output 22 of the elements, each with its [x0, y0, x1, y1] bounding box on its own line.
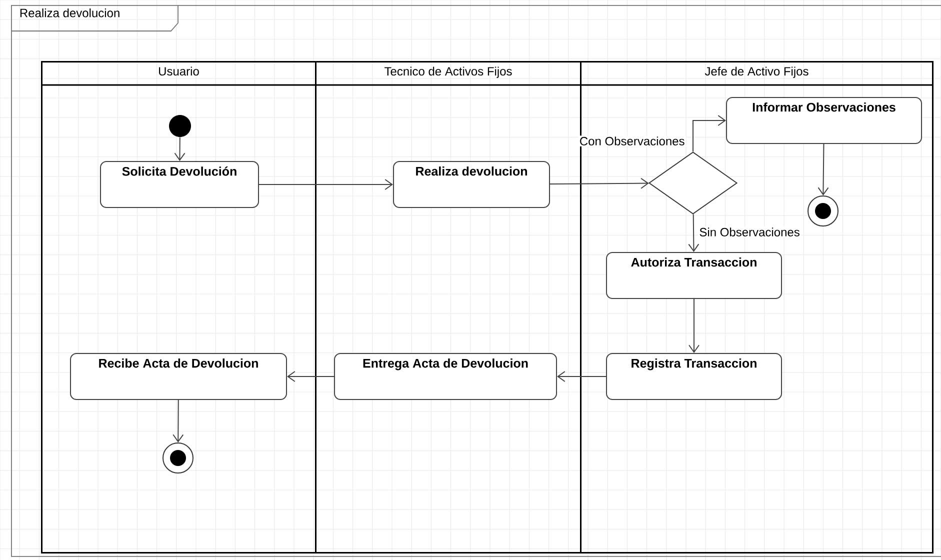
arrow: [688, 298, 700, 353]
arrow: [550, 178, 649, 189]
action-box: Informar Observaciones: [726, 97, 922, 144]
action-box: Realiza devolucion: [393, 161, 550, 208]
arrow: [174, 136, 186, 161]
arrow: [818, 144, 829, 196]
end-node: [162, 442, 194, 474]
arrow: [258, 179, 393, 190]
edge-label: Con Observaciones: [578, 136, 686, 146]
action-box: Registra Transaccion: [606, 353, 782, 400]
action-box: Recibe Acta de Devolucion: [70, 353, 287, 400]
arrow: [688, 214, 700, 252]
action-box: Autoriza Transaccion: [606, 252, 782, 299]
start-node: [169, 115, 191, 137]
edge-label: Sin Observaciones: [698, 226, 801, 238]
arrow: [172, 400, 184, 443]
arrow: [557, 371, 606, 382]
arrow: [287, 371, 334, 382]
action-box: Solicita Devolución: [100, 161, 259, 208]
end-node: [808, 196, 838, 226]
action-box: Entrega Acta de Devolucion: [334, 353, 557, 400]
arrow: [692, 115, 726, 152]
